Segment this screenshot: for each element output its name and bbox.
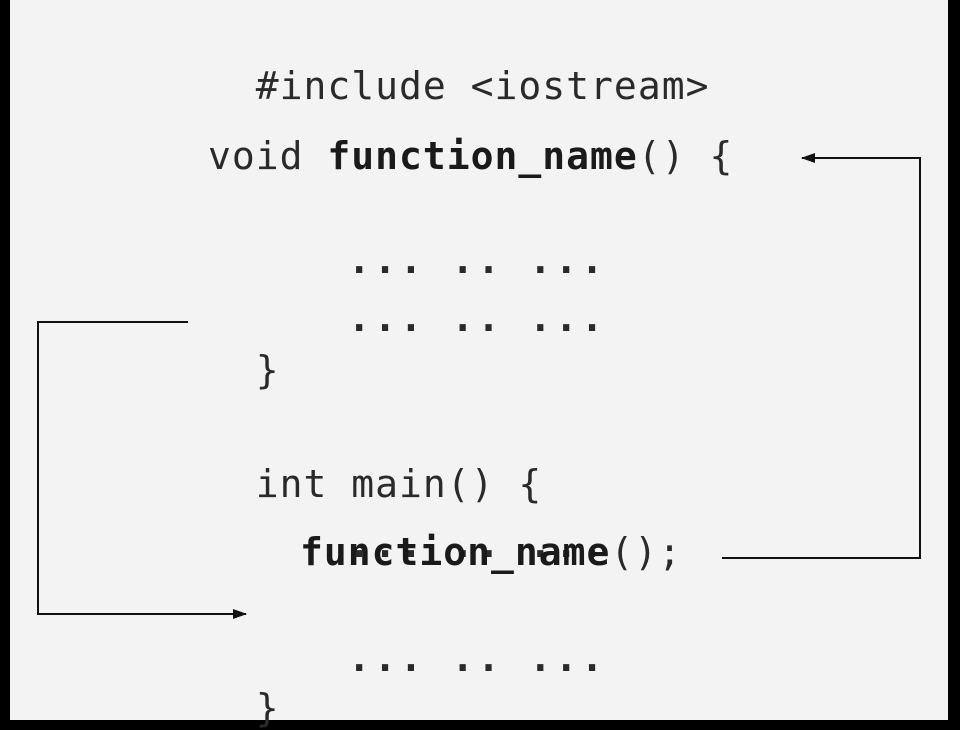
function-close-line: }	[208, 304, 280, 392]
function-call-line: function_name();	[300, 530, 682, 574]
function-name-definition: function_name	[327, 134, 638, 178]
call-to-definition-arrow	[722, 153, 921, 559]
main-close-brace: }	[255, 686, 280, 730]
return-arrow	[37, 321, 247, 619]
function-body-line-1: ... .. ...	[300, 194, 607, 282]
function-close-brace: }	[255, 348, 280, 392]
diagram-canvas	[10, 0, 948, 720]
main-body-placeholder-2: ... .. ...	[347, 636, 607, 680]
main-body-line-2: ... .. ...	[300, 592, 607, 680]
include-text: #include <iostream>	[255, 64, 710, 108]
main-signature: int main() {	[255, 462, 543, 506]
function-body-line-2: ... .. ...	[300, 252, 607, 340]
main-definition-line: int main() {	[208, 418, 542, 506]
main-body-placeholder-1: ... .. ...	[347, 522, 607, 566]
function-signature-end: () {	[637, 134, 734, 178]
function-call-end: ();	[610, 530, 683, 574]
main-close-line: }	[208, 642, 280, 730]
main-body-line-1: ... .. ...	[300, 478, 607, 566]
function-definition-line: void function_name() {	[208, 134, 733, 178]
function-name-call: function_name	[300, 530, 611, 574]
include-line: #include <iostream>	[208, 20, 709, 108]
function-body-placeholder-1: ... .. ...	[347, 238, 607, 282]
void-keyword: void	[208, 134, 328, 178]
function-body-placeholder-2: ... .. ...	[347, 296, 607, 340]
